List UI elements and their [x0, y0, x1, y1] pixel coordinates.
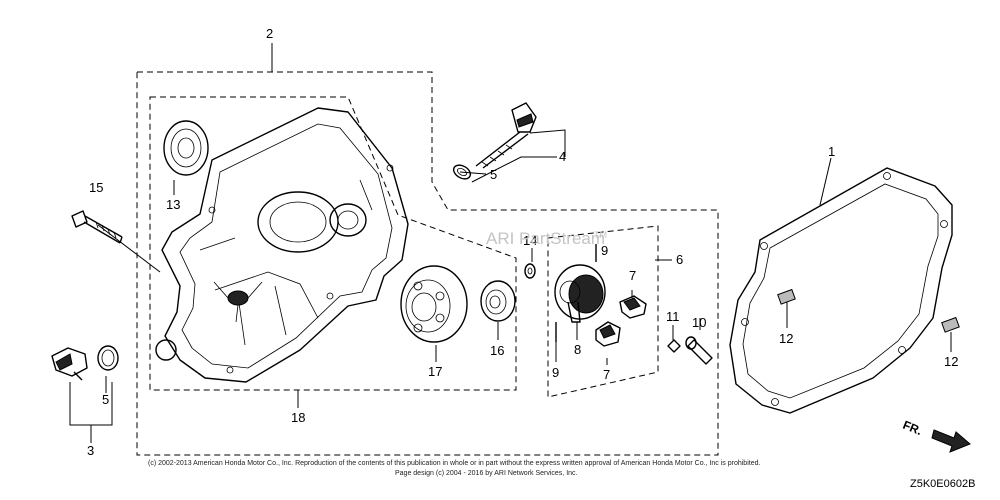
governor-weight-lower [595, 321, 621, 347]
governor-weight-upper [619, 295, 647, 319]
dowel-pin-a [777, 288, 796, 305]
oil-level-gauge [475, 102, 537, 169]
copyright-line-1: (c) 2002-2013 American Honda Motor Co., … [148, 460, 760, 467]
ball-bearing-large [400, 265, 468, 343]
callout-9-lower: 9 [552, 365, 559, 380]
assembly-boundary-outer [136, 71, 719, 456]
diagram-code: Z5K0E0602B [910, 478, 975, 490]
callout-15: 15 [89, 180, 103, 195]
governor-shaft [685, 336, 713, 365]
dowel-pin-b [941, 316, 960, 333]
callout-9-upper: 9 [601, 243, 608, 258]
front-direction-indicator: FR. [901, 418, 971, 453]
copyright-line-2: Page design (c) 2004 - 2016 by ARI Netwo… [395, 470, 578, 477]
callout-5-upper: 5 [490, 167, 497, 182]
callout-8: 8 [574, 342, 581, 357]
callout-18: 18 [291, 410, 305, 425]
callout-5-lower: 5 [102, 392, 109, 407]
callout-12-left: 12 [779, 331, 793, 346]
callout-1: 1 [828, 144, 835, 159]
callout-10: 10 [692, 315, 706, 330]
flange-bolt [71, 210, 123, 244]
callout-2: 2 [266, 26, 273, 41]
callout-12-right: 12 [944, 354, 958, 369]
callout-17: 17 [428, 364, 442, 379]
crankcase-gasket [729, 167, 953, 414]
o-ring-lower [97, 345, 119, 371]
ball-bearing-small [480, 280, 516, 322]
watermark-text: ARI PartStream [486, 229, 605, 248]
callout-7-upper: 7 [629, 268, 636, 283]
callout-labels: 1 2 3 4 5 5 6 7 7 8 9 9 10 11 12 12 13 1… [87, 26, 958, 458]
oil-filler-cap [51, 347, 88, 381]
leader-lines [69, 43, 952, 443]
callout-7-lower: 7 [603, 367, 610, 382]
callout-16: 16 [490, 343, 504, 358]
gear-group-boundary [547, 225, 659, 398]
front-arrow-icon [931, 429, 971, 453]
callout-3: 3 [87, 443, 94, 458]
clip [667, 339, 681, 353]
o-ring-upper [452, 164, 472, 180]
callout-4: 4 [559, 149, 566, 164]
crankcase-cover [155, 107, 409, 383]
governor-gear [554, 264, 606, 323]
callout-13: 13 [166, 197, 180, 212]
callout-11: 11 [666, 309, 680, 324]
washer [524, 263, 536, 279]
oil-seal [163, 120, 209, 176]
assembly-boundary-inner [149, 96, 517, 391]
callout-14: 14 [523, 233, 537, 248]
watermark-tm: TM [594, 230, 607, 240]
callout-6: 6 [676, 252, 683, 267]
front-label: FR. [901, 418, 924, 438]
